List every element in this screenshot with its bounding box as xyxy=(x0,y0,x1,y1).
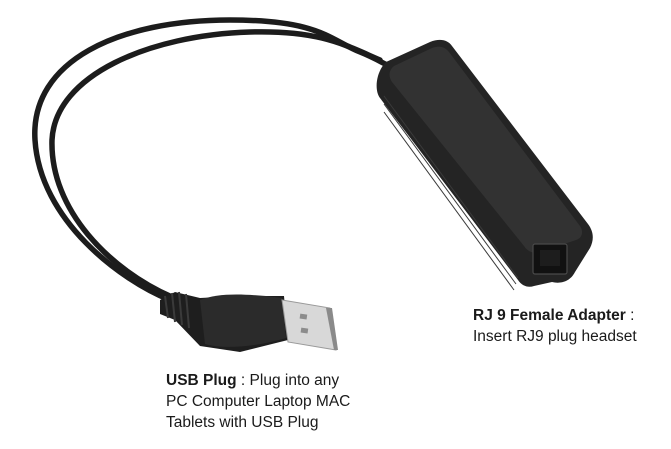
usb-plug-caption: USB Plug : Plug into any PC Computer Lap… xyxy=(166,370,350,433)
cable xyxy=(32,17,403,303)
rj9-adapter-body xyxy=(376,39,593,291)
usb-caption-line-3: Tablets with USB Plug xyxy=(166,414,319,431)
usb-caption-line-2: PC Computer Laptop MAC xyxy=(166,393,351,410)
rj9-caption-line-2: Insert RJ9 plug headset xyxy=(473,328,637,345)
rj9-adapter-caption: RJ 9 Female Adapter : Insert RJ9 plug he… xyxy=(473,305,637,347)
rj9-port-icon xyxy=(532,243,568,275)
usb-plug xyxy=(160,291,338,352)
usb-caption-title: USB Plug xyxy=(166,372,237,389)
rj9-caption-line-1: RJ 9 Female Adapter : xyxy=(473,307,635,324)
usb-caption-line-1: USB Plug : Plug into any xyxy=(166,372,340,389)
rj9-caption-title: RJ 9 Female Adapter xyxy=(473,307,626,324)
